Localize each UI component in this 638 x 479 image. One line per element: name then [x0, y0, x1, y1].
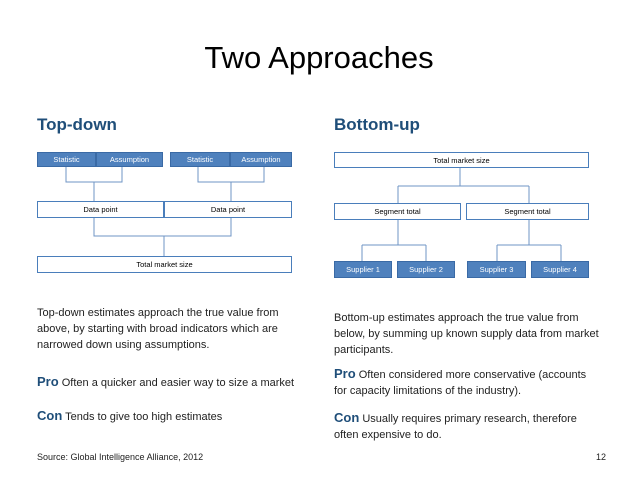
bottomup-segment-total-box-2: Segment total: [466, 203, 589, 220]
bottomup-pro-label: Pro: [334, 366, 356, 381]
topdown-pro: Pro Often a quicker and easier way to si…: [37, 374, 312, 389]
bottomup-supplier-box-4: Supplier 4: [531, 261, 589, 278]
topdown-pro-label: Pro: [37, 374, 59, 389]
topdown-data-point-box-2: Data point: [164, 201, 292, 218]
bottomup-con-text: Usually requires primary research, there…: [334, 413, 577, 441]
bottomup-supplier-box-2: Supplier 2: [397, 261, 455, 278]
topdown-heading: Top-down: [37, 115, 117, 134]
topdown-con-label: Con: [37, 408, 63, 423]
topdown-description: Top-down estimates approach the true val…: [37, 307, 279, 351]
bottomup-segment-total-box-1: Segment total: [334, 203, 461, 220]
slide-title: Two Approaches: [204, 40, 434, 75]
bottomup-pro: Pro Often considered more conservative (…: [334, 366, 602, 399]
bottomup-con-label: Con: [334, 410, 360, 425]
topdown-pro-text: Often a quicker and easier way to size a…: [61, 377, 295, 389]
page-number: 12: [595, 452, 606, 462]
bottomup-supplier-box-1: Supplier 1: [334, 261, 392, 278]
bottomup-con: Con Usually requires primary research, t…: [334, 410, 602, 443]
topdown-assumption-box-1: Assumption: [96, 152, 163, 167]
bottomup-heading: Bottom-up: [334, 115, 420, 134]
source-citation: Source: Global Intelligence Alliance, 20…: [37, 452, 204, 462]
topdown-statistic-box-1: Statistic: [37, 152, 96, 167]
bottomup-description: Bottom-up estimates approach the true va…: [334, 312, 599, 356]
topdown-assumption-box-2: Assumption: [230, 152, 292, 167]
topdown-statistic-box-2: Statistic: [170, 152, 230, 167]
topdown-con-text: Tends to give too high estimates: [65, 411, 223, 423]
bottomup-total-market-box: Total market size: [334, 152, 589, 168]
bottomup-supplier-box-3: Supplier 3: [467, 261, 526, 278]
bottomup-pro-text: Often considered more conservative (acco…: [334, 369, 587, 397]
topdown-data-point-box-1: Data point: [37, 201, 164, 218]
topdown-total-market-box: Total market size: [37, 256, 292, 273]
topdown-con: Con Tends to give too high estimates: [37, 408, 312, 423]
